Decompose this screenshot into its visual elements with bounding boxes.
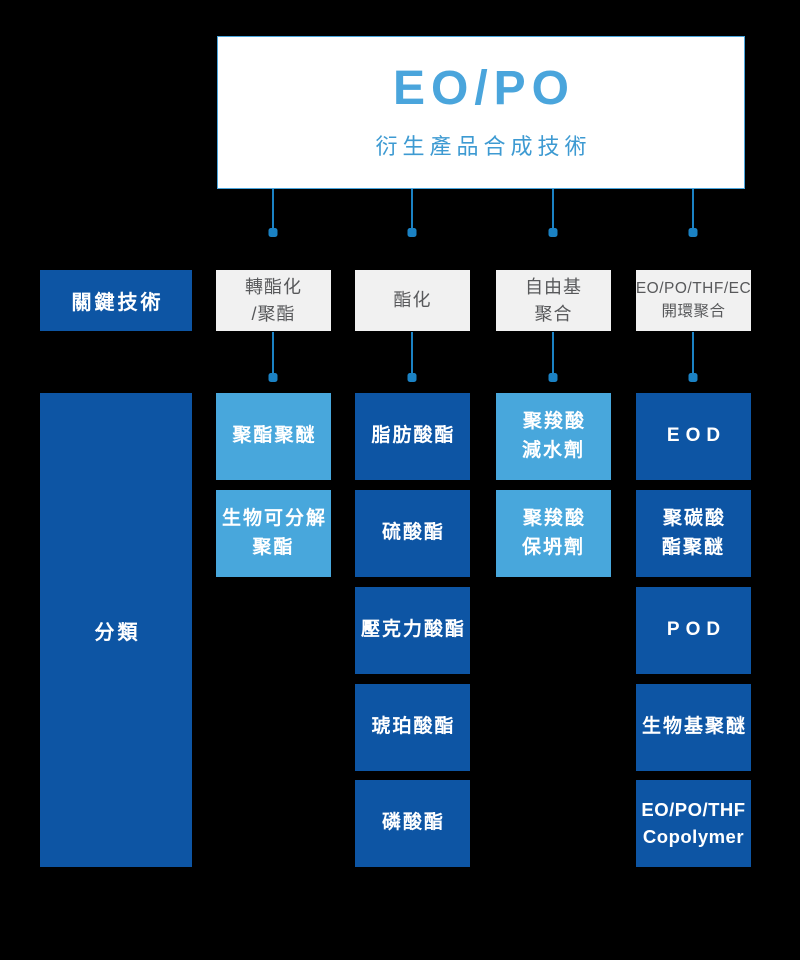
product-box-phosphate-ester: 磷酸酯 bbox=[355, 780, 470, 867]
diagram-title: EO/PO bbox=[392, 61, 576, 115]
product-box-polyester-polyether: 聚酯聚醚 bbox=[216, 393, 331, 480]
connector-bottom-3 bbox=[552, 332, 554, 382]
title-box: EO/PO 衍生產品合成技術 bbox=[217, 36, 745, 189]
technology-box-transesterification: 轉酯化 /聚酯 bbox=[216, 270, 331, 331]
product-box-eod: EOD bbox=[636, 393, 751, 480]
product-box-polycarboxylate-slump-retainer: 聚羧酸 保坍劑 bbox=[496, 490, 611, 577]
product-box-sulfate-ester: 硫酸酯 bbox=[355, 490, 470, 577]
product-box-polycarboxylate-water-reducer: 聚羧酸 減水劑 bbox=[496, 393, 611, 480]
product-box-biodegradable-polyester: 生物可分解 聚酯 bbox=[216, 490, 331, 577]
connector-bottom-2 bbox=[411, 332, 413, 382]
connector-bottom-4 bbox=[692, 332, 694, 382]
key-technology-label: 關鍵技術 bbox=[40, 270, 192, 331]
connector-top-4 bbox=[692, 189, 694, 237]
connector-top-3 bbox=[552, 189, 554, 237]
connector-bottom-1 bbox=[272, 332, 274, 382]
product-box-polycarbonate-polyether: 聚碳酸 酯聚醚 bbox=[636, 490, 751, 577]
technology-box-ring-opening: EO/PO/THF/EC 開環聚合 bbox=[636, 270, 751, 331]
connector-top-1 bbox=[272, 189, 274, 237]
technology-box-esterification: 酯化 bbox=[355, 270, 470, 331]
connector-top-2 bbox=[411, 189, 413, 237]
product-box-succinate-ester: 琥珀酸酯 bbox=[355, 684, 470, 771]
product-box-fatty-acid-ester: 脂肪酸酯 bbox=[355, 393, 470, 480]
product-box-pod: POD bbox=[636, 587, 751, 674]
product-box-biobased-polyether: 生物基聚醚 bbox=[636, 684, 751, 771]
product-box-eo-po-thf-copolymer: EO/PO/THF Copolymer bbox=[636, 780, 751, 867]
diagram-subtitle: 衍生產品合成技術 bbox=[375, 133, 592, 159]
classification-label: 分類 bbox=[40, 393, 192, 867]
technology-box-radical-polymerization: 自由基 聚合 bbox=[496, 270, 611, 331]
product-box-acrylate-ester: 壓克力酸酯 bbox=[355, 587, 470, 674]
